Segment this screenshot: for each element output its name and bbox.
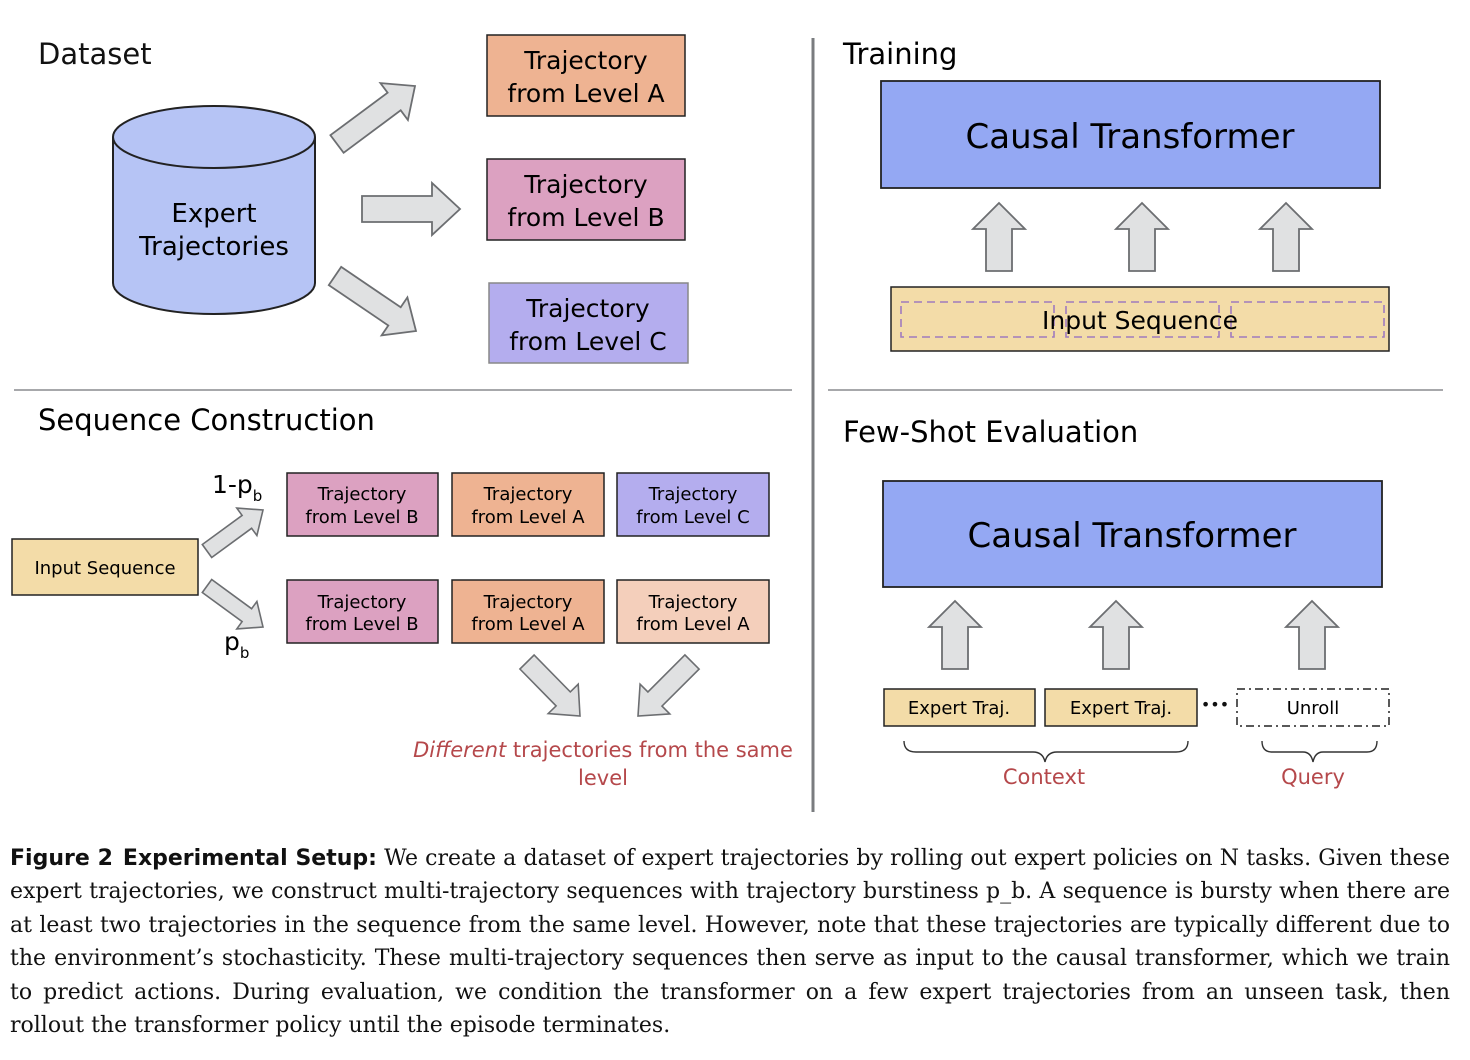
- training-input-sequence: Input Sequence: [890, 286, 1390, 352]
- seq-row2-box1: Trajectory from Level B: [286, 579, 439, 644]
- query-label: Query: [1281, 765, 1345, 789]
- same-level-note-line1: Different trajectories from the same: [413, 738, 793, 762]
- figure-label: Figure 2: [10, 846, 113, 871]
- eval-expert-traj-1: Expert Traj.: [883, 688, 1036, 727]
- training-title: Training: [842, 37, 957, 71]
- svg-text:from Level B: from Level B: [305, 614, 418, 635]
- up-arrow-icon: [1283, 599, 1341, 670]
- cylinder-label-1: Expert: [171, 199, 256, 229]
- evaluation-title: Few-Shot Evaluation: [843, 415, 1138, 449]
- svg-text:Causal Transformer: Causal Transformer: [968, 516, 1297, 556]
- eval-expert-traj-2: Expert Traj.: [1044, 688, 1198, 727]
- svg-text:from Level C: from Level C: [509, 327, 667, 356]
- svg-text:Trajectory: Trajectory: [483, 484, 573, 505]
- up-arrow-icon: [1257, 201, 1315, 272]
- dataset-box-a: Trajectory from Level A: [486, 34, 686, 117]
- svg-text:Unroll: Unroll: [1287, 698, 1340, 719]
- caption-lead: Experimental Setup:: [122, 846, 377, 871]
- svg-text:from Level C: from Level C: [636, 507, 749, 528]
- svg-text:Trajectory: Trajectory: [523, 170, 648, 199]
- svg-text:Trajectory: Trajectory: [648, 484, 738, 505]
- seq-row1-box3: Trajectory from Level C: [616, 472, 770, 537]
- svg-text:from Level A: from Level A: [507, 79, 664, 108]
- seq-row1-box1: Trajectory from Level B: [286, 472, 439, 537]
- svg-text:from Level A: from Level A: [471, 614, 585, 635]
- svg-text:Trajectory: Trajectory: [648, 592, 738, 613]
- cylinder: [112, 105, 316, 315]
- prob-bottom: pb: [224, 627, 249, 662]
- arrow-to-level-a-icon: [329, 82, 417, 155]
- training-transformer: Causal Transformer: [880, 80, 1381, 189]
- evaluation-transformer: Causal Transformer: [882, 480, 1383, 588]
- context-brace: [903, 740, 1189, 763]
- context-label: Context: [1003, 765, 1085, 789]
- eval-ellipsis: •••: [1201, 695, 1229, 714]
- up-arrow-icon: [970, 201, 1028, 272]
- svg-text:Trajectory: Trajectory: [317, 592, 407, 613]
- seq-row1-box2: Trajectory from Level A: [451, 472, 605, 537]
- cylinder-top: [112, 105, 316, 169]
- cylinder-label-2: Trajectories: [138, 232, 289, 262]
- up-arrow-icon: [1113, 201, 1171, 272]
- svg-text:Expert Traj.: Expert Traj.: [1070, 698, 1172, 719]
- svg-text:Input Sequence: Input Sequence: [34, 558, 175, 579]
- svg-text:Trajectory: Trajectory: [523, 46, 648, 75]
- arrow-down-right-icon: [201, 578, 264, 630]
- svg-text:Trajectory: Trajectory: [525, 294, 650, 323]
- seq-row2-box3: Trajectory from Level A: [616, 579, 770, 644]
- svg-text:from Level A: from Level A: [471, 507, 585, 528]
- caption-text: We create a dataset of expert trajectori…: [10, 846, 1450, 1039]
- svg-text:from Level A: from Level A: [636, 614, 750, 635]
- figure-diagram: Dataset Expert Trajectories Trajectory f…: [11, 34, 1443, 812]
- arrow-down-left-icon: [637, 653, 701, 717]
- eval-unroll: Unroll: [1236, 688, 1390, 727]
- arrow-down-right-icon: [518, 653, 581, 717]
- svg-text:Trajectory: Trajectory: [317, 484, 407, 505]
- svg-text:Input Sequence: Input Sequence: [1042, 306, 1238, 335]
- same-level-note-line2: level: [578, 766, 628, 790]
- sequence-input: Input Sequence: [11, 538, 199, 596]
- dataset-box-b: Trajectory from Level B: [486, 158, 686, 241]
- svg-text:from Level B: from Level B: [305, 507, 418, 528]
- svg-text:Causal Transformer: Causal Transformer: [966, 117, 1295, 157]
- dataset-title: Dataset: [38, 37, 152, 71]
- svg-text:Expert Traj.: Expert Traj.: [908, 698, 1010, 719]
- sequence-title: Sequence Construction: [38, 403, 375, 437]
- prob-top: 1-pb: [212, 470, 262, 505]
- svg-text:Trajectory: Trajectory: [483, 592, 573, 613]
- arrow-to-level-b-icon: [361, 180, 462, 238]
- cylinder-body: [112, 137, 316, 315]
- dataset-box-c: Trajectory from Level C: [488, 282, 689, 364]
- svg-text:from Level B: from Level B: [507, 203, 664, 232]
- arrow-to-level-c-icon: [327, 265, 418, 337]
- up-arrow-icon: [1087, 599, 1145, 670]
- query-brace: [1261, 740, 1378, 763]
- arrow-up-right-icon: [201, 507, 264, 559]
- figure-caption: Figure 2 Experimental Setup: We create a …: [10, 842, 1450, 1042]
- seq-row2-box2: Trajectory from Level A: [451, 579, 605, 644]
- up-arrow-icon: [926, 599, 984, 670]
